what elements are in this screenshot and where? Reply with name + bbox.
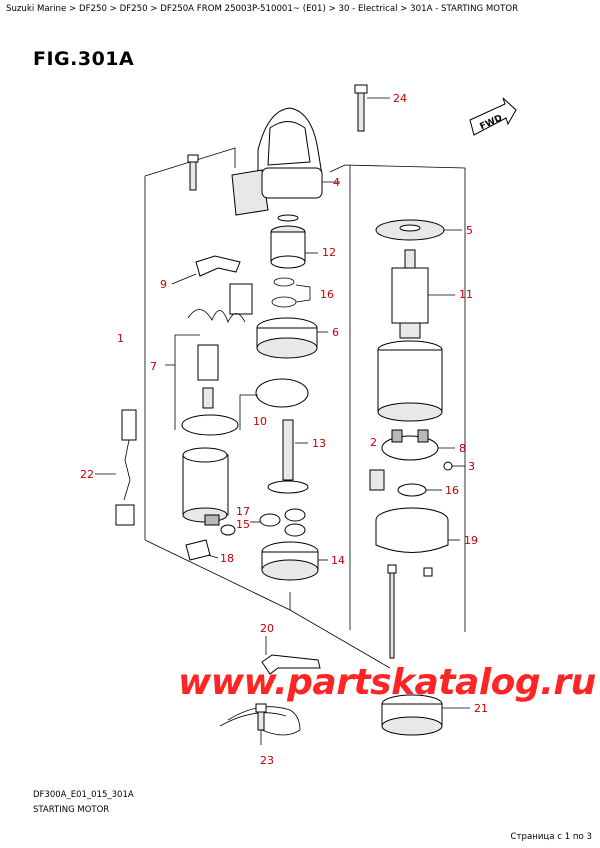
part-14-ring-gear (261, 541, 328, 581)
part-11-armature (391, 249, 455, 339)
callout-12: 12 (322, 246, 336, 259)
assembly-outline (144, 147, 236, 177)
part-23-bolt (255, 703, 267, 745)
callout-19: 19 (464, 534, 478, 547)
part-9-lever (171, 255, 241, 285)
callout-20: 20 (260, 622, 274, 635)
part-12-pinion (270, 214, 318, 269)
callout-2: 2 (370, 436, 377, 449)
callout-16b: 16 (445, 484, 459, 497)
fwd-arrow-icon: FWD (469, 97, 517, 136)
callout-1: 1 (117, 332, 124, 345)
callout-22: 22 (80, 468, 94, 481)
figure-title: FIG.301A (33, 48, 135, 70)
callout-7: 7 (150, 360, 157, 373)
callout-17: 17 (236, 505, 250, 518)
callout-6: 6 (332, 326, 339, 339)
figure-code: DF300A_E01_015_301A (33, 790, 134, 800)
callout-11: 11 (459, 288, 473, 301)
small-bolt (187, 154, 199, 191)
callout-16a: 16 (320, 288, 334, 301)
part-16-clips (271, 277, 311, 308)
callout-5: 5 (466, 224, 473, 237)
yoke (377, 340, 443, 422)
part-6-housing (256, 317, 328, 359)
callout-18: 18 (220, 552, 234, 565)
part-19-end-frame (375, 507, 460, 553)
breadcrumb[interactable]: Suzuki Marine > DF250 > DF250 > DF250A F… (6, 4, 519, 14)
part-8-brush-holder (369, 429, 465, 491)
callout-9: 9 (160, 278, 167, 291)
part-4-cover (231, 107, 340, 216)
part-10-plate (181, 378, 309, 436)
part-13-shaft (267, 419, 309, 494)
part-21-band (381, 694, 470, 736)
callout-24: 24 (393, 92, 407, 105)
callout-15: 15 (236, 518, 250, 531)
part-5-plate (375, 219, 462, 241)
pager[interactable]: Страница с 1 по 3 (510, 832, 592, 842)
callout-21: 21 (474, 702, 488, 715)
callout-4: 4 (333, 176, 340, 189)
callout-14: 14 (331, 554, 345, 567)
callout-3: 3 (468, 460, 475, 473)
callout-8: 8 (459, 442, 466, 455)
callout-10: 10 (253, 415, 267, 428)
part-7-solenoid-group (165, 283, 253, 430)
part-15-gears (204, 508, 306, 537)
part-24-bolt (354, 84, 390, 132)
figure-name: STARTING MOTOR (33, 805, 110, 815)
part-18-clamp (185, 539, 219, 561)
motor-body-left (182, 447, 229, 523)
watermark: www.partskatalog.ru (178, 662, 596, 703)
part-20-bracket (261, 636, 321, 675)
callout-23: 23 (260, 754, 274, 767)
part-16-washer (397, 483, 442, 497)
part-22-lead (95, 409, 137, 526)
through-bolts (387, 564, 433, 659)
callout-13: 13 (312, 437, 326, 450)
